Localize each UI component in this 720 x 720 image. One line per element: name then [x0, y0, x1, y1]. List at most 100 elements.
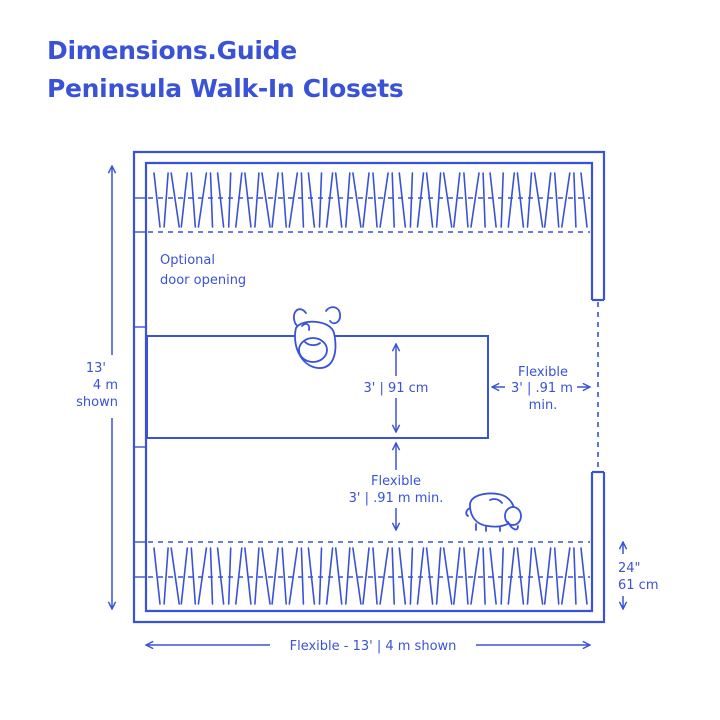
top-hanging-rod	[148, 172, 590, 233]
hanger-icon	[163, 547, 169, 605]
hanger-icon	[409, 547, 414, 605]
hanger-icon	[227, 172, 232, 228]
hanger-icon	[442, 547, 453, 605]
hanger-icon	[216, 547, 225, 605]
bottom-hanging-rod	[148, 541, 590, 605]
hanger-icon	[398, 547, 407, 605]
hanger-icon	[489, 172, 497, 228]
outer-wall	[132, 150, 606, 624]
hanger-icon	[254, 547, 260, 605]
hanger-icon	[463, 172, 469, 228]
hanger-icon	[244, 172, 252, 228]
hanger-icon	[573, 172, 577, 228]
hanger-icon	[489, 547, 497, 605]
aisle-label-bg	[336, 470, 456, 508]
hanger-icon	[170, 547, 180, 605]
hanger-icon	[216, 172, 225, 228]
hanger-icon	[425, 547, 434, 605]
hanger-icon	[209, 547, 214, 605]
hanger-icon	[560, 547, 571, 605]
brand-title: Dimensions.Guide	[47, 36, 297, 65]
hanger-icon	[235, 172, 243, 228]
aisle-label-line1: Flexible	[371, 474, 421, 489]
hanger-icon	[352, 547, 362, 605]
hanger-icon	[452, 172, 461, 228]
hanger-icon	[500, 172, 505, 228]
hanger-icon	[244, 547, 252, 605]
hanger-icon	[482, 172, 486, 228]
hanger-icon	[416, 547, 425, 605]
hanger-icon	[416, 172, 425, 228]
hanger-icon	[452, 547, 461, 605]
depth-label-line1: 24"	[618, 561, 641, 576]
hanger-icon	[516, 547, 525, 605]
hanger-icon	[197, 547, 208, 605]
hanger-icon	[235, 547, 243, 605]
hanger-icon	[435, 547, 442, 605]
hanger-icon	[470, 547, 480, 605]
hanger-icon	[372, 547, 378, 605]
height-label-line2: 4 m	[93, 378, 118, 393]
page-title: Peninsula Walk-In Closets	[47, 74, 404, 103]
hanger-icon	[379, 172, 389, 228]
hanger-icon	[180, 172, 189, 228]
hanger-icon	[334, 172, 343, 228]
peninsula-label-bg	[352, 376, 440, 398]
hanger-icon	[526, 172, 533, 228]
hanger-icon	[560, 172, 571, 228]
hanger-icon	[288, 172, 299, 228]
hanger-icon	[281, 172, 288, 228]
hanger-icon	[318, 172, 323, 228]
optional-door-label-line1: Optional	[160, 253, 215, 268]
hanger-icon	[261, 547, 271, 605]
side-clearance-line2: 3' | .91 m	[511, 381, 573, 396]
hanger-icon	[543, 547, 552, 605]
hanger-icon	[307, 547, 316, 605]
hanger-icon	[300, 547, 305, 605]
hanger-icon	[334, 547, 343, 605]
hanger-icon	[227, 547, 232, 605]
hanger-icon	[362, 547, 370, 605]
peninsula-width-label: 3' | 91 cm	[364, 381, 429, 396]
hanger-icon	[553, 547, 560, 605]
hanger-icon	[163, 172, 169, 228]
hanger-icon	[318, 547, 323, 605]
hanger-icon	[398, 172, 407, 228]
hanger-icon	[533, 547, 544, 605]
hanger-icon	[553, 172, 560, 228]
hanger-icon	[197, 172, 208, 228]
hanger-icon	[391, 547, 396, 605]
hanger-icon	[281, 547, 288, 605]
hanger-icon	[379, 547, 389, 605]
hanger-icon	[372, 172, 378, 228]
optional-door-label-line2: door opening	[160, 273, 246, 288]
hanger-icon	[442, 172, 453, 228]
hanger-icon	[261, 172, 271, 228]
hanger-icon	[580, 172, 588, 228]
hanger-icon	[533, 172, 544, 228]
aisle-label-line2: 3' | .91 m min.	[349, 491, 444, 506]
hanger-icon	[500, 547, 505, 605]
hanger-icon	[180, 547, 189, 605]
hanger-icon	[153, 172, 161, 228]
hanger-icon	[470, 172, 480, 228]
hanger-icon	[190, 547, 197, 605]
side-clearance-line3: min.	[529, 398, 558, 413]
hanger-icon	[507, 547, 516, 605]
height-label-line1: 13'	[86, 361, 106, 376]
hanger-icon	[288, 547, 299, 605]
hanger-icon	[209, 172, 214, 228]
hanger-icon	[425, 172, 434, 228]
hanger-icon	[190, 172, 197, 228]
hanger-icon	[580, 547, 588, 605]
hanger-icon	[409, 172, 414, 228]
hanger-icon	[391, 172, 396, 228]
hanger-icon	[435, 172, 442, 228]
hanger-icon	[543, 172, 552, 228]
height-label-line3: shown	[76, 395, 118, 410]
hanger-icon	[271, 547, 279, 605]
hanger-icon	[325, 172, 334, 228]
hanger-icon	[507, 172, 516, 228]
hanger-icon	[352, 172, 362, 228]
